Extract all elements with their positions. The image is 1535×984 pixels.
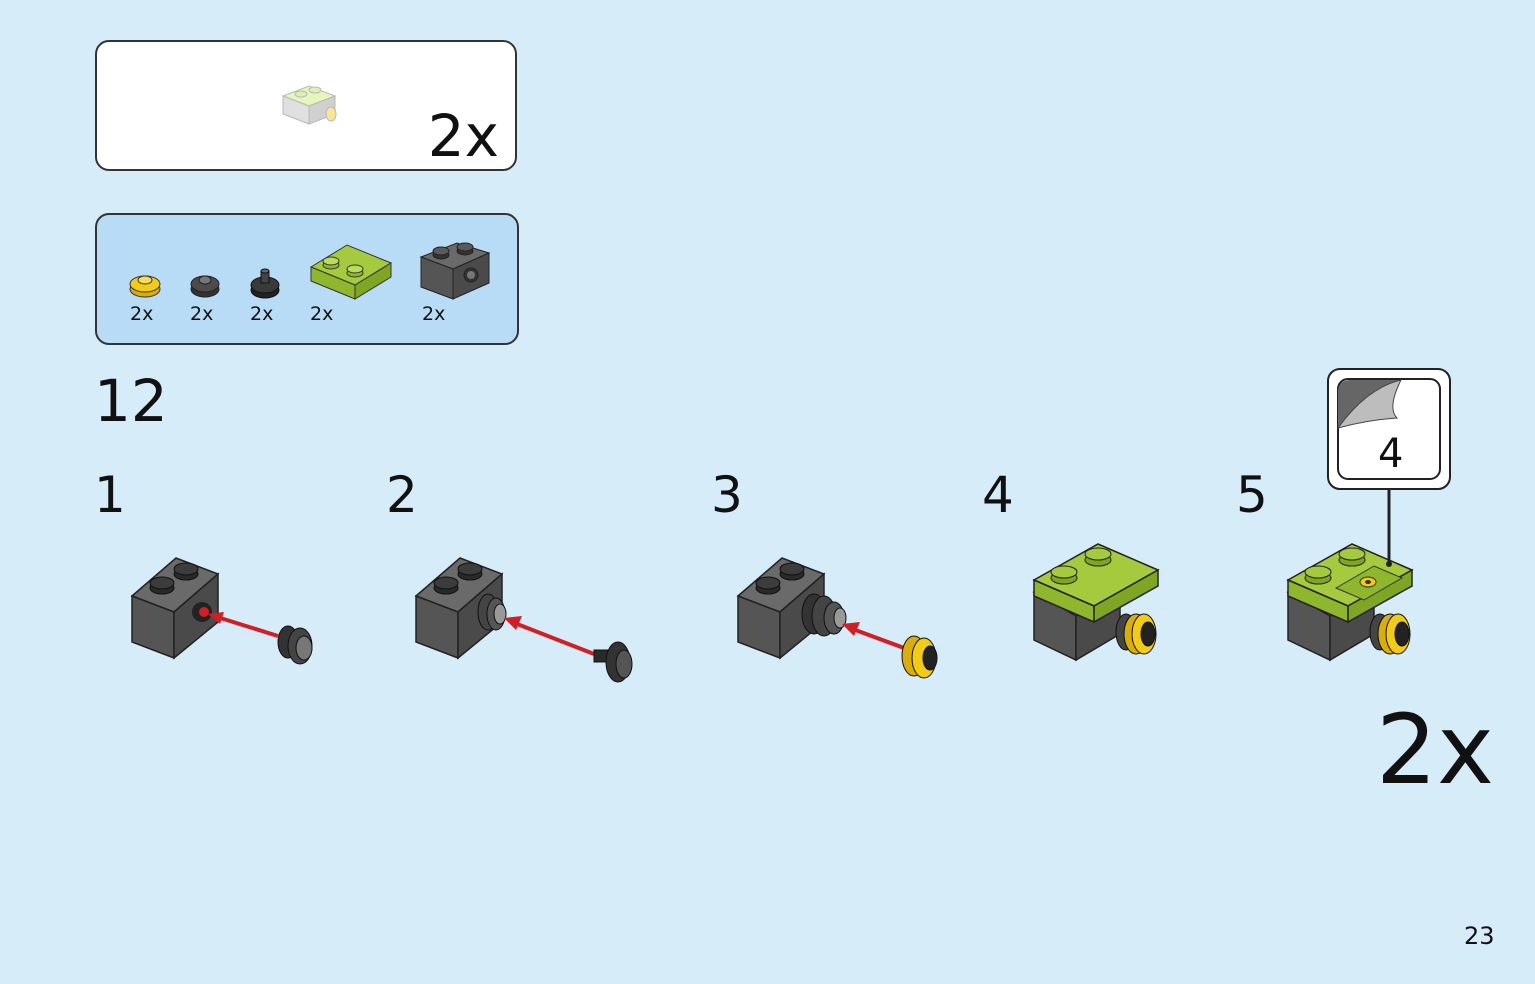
- substep-4-illustration: [1032, 543, 1160, 662]
- parts-list: 2x 2x 2x 2x 2x: [95, 213, 519, 345]
- page-number: 23: [1464, 922, 1495, 950]
- subassembly-preview-icon: [281, 85, 337, 125]
- part-count-5: 2x: [422, 303, 446, 325]
- yellow-round-plate-icon: [129, 275, 161, 298]
- dark-gray-round-plate-icon: [190, 275, 220, 298]
- sticker-callout: [1327, 368, 1451, 567]
- callout-count: 2x: [427, 102, 499, 170]
- part-count-4: 2x: [310, 303, 334, 325]
- part-count-1: 2x: [130, 303, 154, 325]
- dark-gray-brick-with-stud-icon: [419, 242, 491, 300]
- substep-4: 4: [982, 466, 1014, 524]
- substep-5: 5: [1236, 466, 1268, 524]
- lime-plate-2x2-icon: [309, 244, 393, 300]
- sticker-number: 4: [1378, 431, 1404, 477]
- black-round-plate-pin-icon: [250, 268, 280, 299]
- substep-5-illustration: [1286, 543, 1414, 662]
- part-count-3: 2x: [250, 303, 274, 325]
- step-number: 12: [94, 367, 168, 435]
- substep-3: 3: [711, 466, 743, 524]
- substep-1: 1: [94, 466, 126, 524]
- substep-1-illustration: [130, 557, 313, 665]
- assembly-multiplier: 2x: [1376, 694, 1494, 806]
- substep-3-illustration: [736, 557, 938, 679]
- subassembly-callout: 2x: [95, 40, 517, 171]
- substep-2: 2: [386, 466, 418, 524]
- substep-2-illustration: [414, 557, 633, 683]
- part-count-2: 2x: [190, 303, 214, 325]
